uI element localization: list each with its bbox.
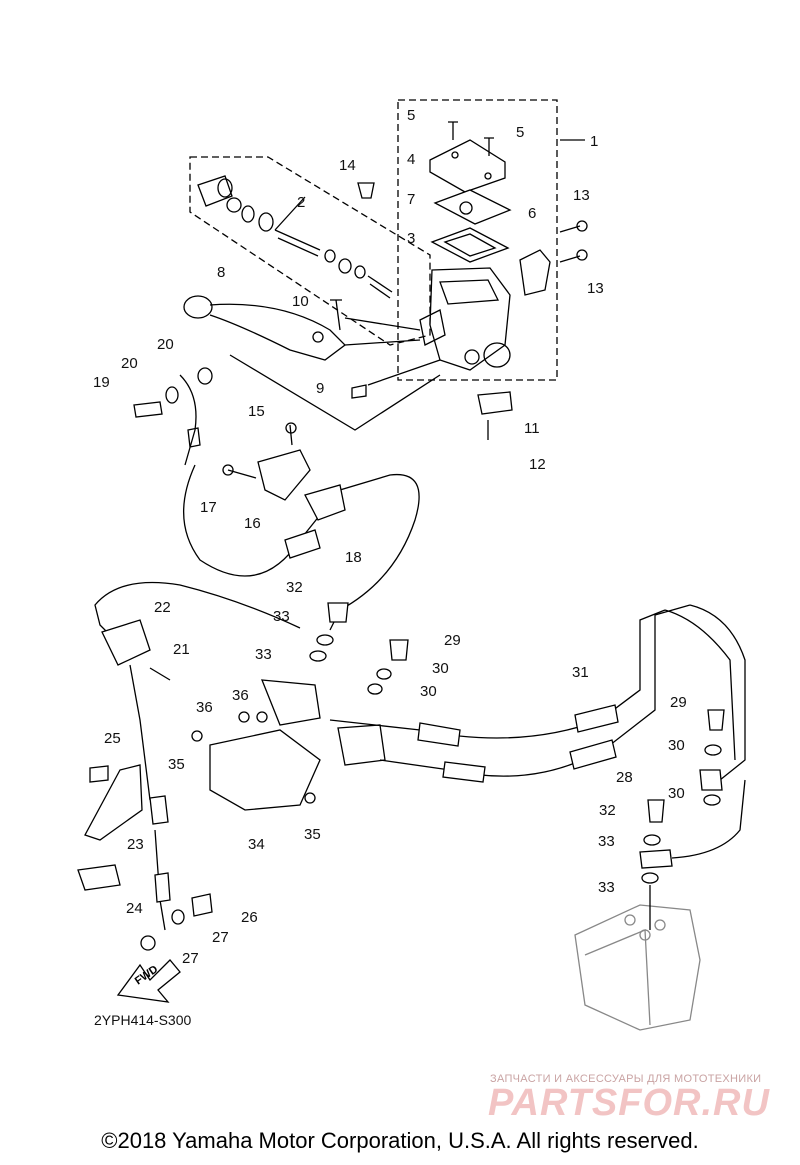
callout-labels: 1 2 3 4 5 5 6 7 8 9 10 11 12 13 13 14 15… [93, 107, 687, 967]
callout-label: 30 [432, 660, 449, 677]
callout-label: 1 [590, 133, 598, 150]
master-cylinder [419, 267, 511, 371]
callout-label: 4 [407, 151, 415, 168]
callout-label: 35 [168, 756, 185, 773]
callout-label: 30 [668, 785, 685, 802]
callout-label: 24 [126, 900, 143, 917]
callout-label: 33 [598, 879, 615, 896]
callout-label: 32 [599, 802, 616, 819]
kit-box [189, 156, 431, 346]
brake-lever [183, 295, 346, 361]
abs-bracket [209, 679, 386, 811]
callout-label: 16 [244, 515, 261, 532]
banjo-bolt [133, 401, 163, 418]
callout-label: 31 [572, 664, 589, 681]
watermark-logo: PARTSFOR.RU [488, 1082, 770, 1120]
callout-label: 33 [598, 833, 615, 850]
callout-label: 13 [587, 280, 604, 297]
diagram-code: 2YPH414-S300 [94, 1012, 192, 1028]
callout-label: 7 [407, 191, 415, 208]
bracket [519, 249, 551, 296]
piston-kit [197, 175, 393, 299]
callout-label: 33 [255, 646, 272, 663]
assembly-box [397, 99, 558, 381]
callout-label: 5 [516, 124, 524, 141]
callout-label: 27 [212, 929, 229, 946]
callout-label: 30 [668, 737, 685, 754]
brake-hose-upper [179, 374, 197, 466]
watermark-tagline: ЗАПЧАСТИ И АКСЕССУАРЫ ДЛЯ МОТОТЕХНИКИ [490, 1073, 761, 1085]
callout-label: 5 [407, 107, 415, 124]
callout-label: 22 [154, 599, 171, 616]
brake-hose-loop [182, 464, 301, 577]
callout-label: 6 [528, 205, 536, 222]
abs-unit [574, 904, 701, 1031]
hose-lower [129, 664, 151, 801]
callout-label: 36 [232, 687, 249, 704]
callout-label: 20 [121, 355, 138, 372]
callout-label: 21 [173, 641, 190, 658]
callout-label: 12 [529, 456, 546, 473]
callout-label: 36 [196, 699, 213, 716]
diaphragm [430, 227, 510, 263]
callout-label: 3 [407, 230, 415, 247]
callout-label: 29 [444, 632, 461, 649]
callout-label: 30 [420, 683, 437, 700]
callout-label: 11 [524, 420, 540, 437]
callout-label: 29 [670, 694, 687, 711]
callout-label: 19 [93, 374, 110, 391]
callout-label: 27 [182, 950, 199, 967]
brake-hose-mid [94, 581, 301, 641]
callout-label: 13 [573, 187, 590, 204]
callout-label: 20 [157, 336, 174, 353]
callout-label: 8 [217, 264, 225, 281]
callout-label: 9 [316, 380, 324, 397]
callout-label: 33 [273, 608, 290, 625]
fwd-arrow [116, 959, 181, 1003]
callout-label: 10 [292, 293, 309, 310]
callout-label: 2 [297, 194, 305, 211]
guide-23 [84, 764, 143, 841]
hose-clamp [257, 449, 311, 501]
joint-22 [101, 619, 151, 666]
reservoir-cap [429, 139, 506, 193]
callout-label: 14 [339, 157, 356, 174]
callout-label: 23 [127, 836, 144, 853]
callout-label: 35 [304, 826, 321, 843]
diagram-svg: 1 2 3 4 5 5 6 7 8 9 10 11 12 13 13 14 15… [77, 99, 770, 1124]
callout-label: 28 [616, 769, 633, 786]
callout-label: 34 [248, 836, 265, 853]
callout-label: 26 [241, 909, 258, 926]
callout-label: 15 [248, 403, 265, 420]
callout-label: 17 [200, 499, 217, 516]
callout-label: 25 [104, 730, 121, 747]
copyright-notice: ©2018 Yamaha Motor Corporation, U.S.A. A… [101, 1128, 699, 1153]
callout-label: 32 [286, 579, 303, 596]
brake-switch [477, 391, 513, 415]
callout-label: 18 [345, 549, 362, 566]
